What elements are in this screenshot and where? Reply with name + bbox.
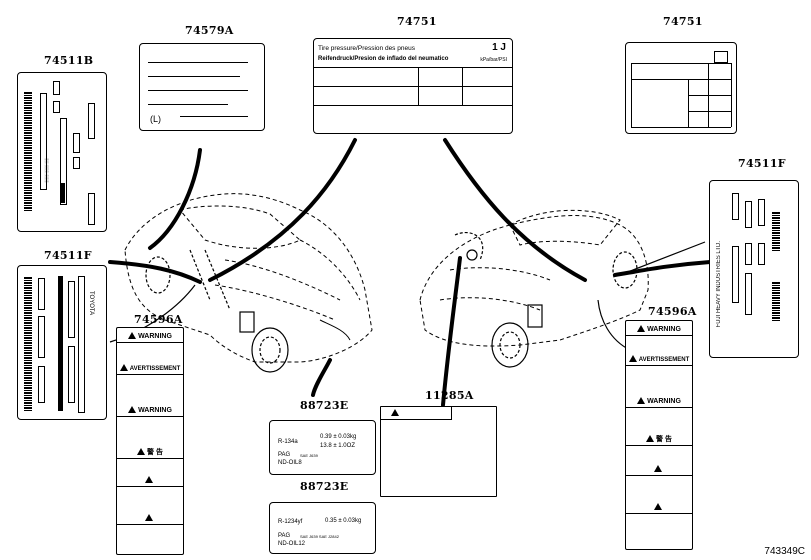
- warning-panel-right: WARNING AVERTISSEMENT WARNING 警 告: [625, 320, 693, 550]
- part-label-74511f-right: 74511F: [738, 157, 786, 170]
- tire-pressure-label: Tire pressure/Pression des pneus 1 J Rei…: [313, 38, 513, 134]
- tire-label-line2: Reifendruck/Presion de inflado del neuma…: [318, 56, 449, 62]
- warning-left-title: WARNING: [117, 332, 183, 341]
- label-panel-74579a: (L): [139, 43, 265, 131]
- tire-label-units: kPa/bar/PSI: [480, 57, 507, 63]
- part-label-74511f-left: 74511F: [44, 249, 92, 262]
- tire-label-line1: Tire pressure/Pression des pneus: [318, 45, 415, 52]
- part-label-74511b: 74511B: [44, 54, 94, 67]
- part-label-11285a: 11285A: [425, 389, 474, 402]
- label-panel-74511f-left: TOYOTA: [17, 265, 107, 420]
- figure-id: 743349C: [764, 546, 805, 557]
- part-label-88723e-top: 88723E: [300, 399, 349, 412]
- label-panel-11285a: [380, 406, 497, 497]
- part-label-88723e-bottom: 88723E: [300, 480, 349, 493]
- label-74511f-right-text: FUJI HEAVY INDUSTRIES LTD.: [716, 241, 722, 328]
- tire-label-code: 1 J: [492, 42, 506, 53]
- warning-panel-left: WARNING AVERTISSEMENT WARNING 警 告: [116, 327, 184, 555]
- part-label-74751-center: 74751: [397, 15, 437, 28]
- label-panel-74511f-right: FUJI HEAVY INDUSTRIES LTD.: [709, 180, 799, 358]
- label-panel-74511b: ░░░ ░░░ ░░: [17, 72, 107, 232]
- refrigerant-label-bottom: R-1234yf 0.35 ± 0.03kg PAG SAE J639 SAE …: [269, 502, 376, 554]
- label-74579a-mark: (L): [150, 114, 161, 124]
- label-panel-74751-right: [625, 42, 737, 134]
- part-label-74751-right: 74751: [663, 15, 703, 28]
- left-car: [124, 193, 373, 363]
- part-label-74596a-left: 74596A: [134, 313, 183, 326]
- refrigerant-label-top: R-134a 0.39 ± 0.03kg 13.8 ± 1.0OZ PAG SA…: [269, 420, 376, 475]
- part-label-74579a: 74579A: [185, 24, 234, 37]
- right-car: [419, 209, 649, 347]
- part-label-74596a-right: 74596A: [648, 305, 697, 318]
- label-74511f-left-text: TOYOTA: [88, 291, 94, 316]
